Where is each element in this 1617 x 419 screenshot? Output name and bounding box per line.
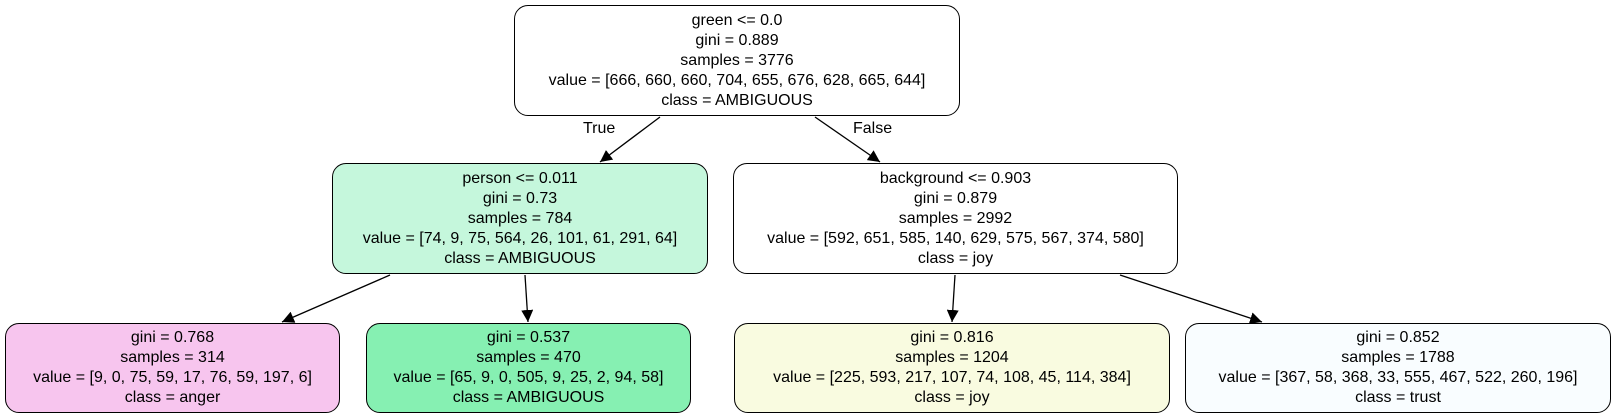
node-gini: gini = 0.537 <box>486 329 571 346</box>
node-samples: samples = 1204 <box>895 349 1009 366</box>
node-value: value = [592, 651, 585, 140, 629, 575, 5… <box>767 229 1144 247</box>
node-condition: person <= 0.011 <box>462 169 578 187</box>
tree-leaf-joy: gini = 0.816 samples = 1204 value = [225… <box>734 323 1170 413</box>
node-gini: gini = 0.768 <box>130 329 215 346</box>
node-class: class = joy <box>917 249 994 267</box>
node-samples: samples = 784 <box>467 209 573 227</box>
edge-left-leafll <box>281 274 391 323</box>
node-gini: gini = 0.852 <box>1356 329 1440 346</box>
tree-leaf-trust: gini = 0.852 samples = 1788 value = [367… <box>1185 323 1611 413</box>
node-samples: samples = 314 <box>120 349 225 366</box>
node-samples: samples = 2992 <box>898 209 1013 227</box>
edge-left-leaflr <box>521 274 534 323</box>
edge-root-right <box>814 116 881 163</box>
node-class: class = AMBIGUOUS <box>661 91 813 109</box>
node-samples: samples = 1788 <box>1341 349 1455 366</box>
tree-leaf-anger: gini = 0.768 samples = 314 value = [9, 0… <box>5 323 340 413</box>
tree-leaf-ambiguous: gini = 0.537 samples = 470 value = [65, … <box>366 323 691 413</box>
node-value: value = [367, 58, 368, 33, 555, 467, 522… <box>1218 369 1578 386</box>
node-class: class = AMBIGUOUS <box>452 389 605 406</box>
node-value: value = [65, 9, 0, 505, 9, 25, 2, 94, 58… <box>393 369 664 386</box>
edge-label-false: False <box>853 120 893 137</box>
node-class: class = AMBIGUOUS <box>444 249 596 267</box>
node-value: value = [666, 660, 660, 704, 655, 676, 6… <box>548 71 926 89</box>
node-gini: gini = 0.816 <box>910 329 994 346</box>
node-value: value = [74, 9, 75, 564, 26, 101, 61, 29… <box>362 229 678 247</box>
node-condition: background <= 0.903 <box>879 169 1032 187</box>
node-condition: green <= 0.0 <box>691 11 783 29</box>
edge-label-true: True <box>583 120 616 137</box>
edge-root-left <box>599 116 661 163</box>
node-class: class = joy <box>914 389 990 406</box>
edge-right-leafrl <box>946 274 959 323</box>
node-gini: gini = 0.73 <box>482 189 558 207</box>
node-gini: gini = 0.889 <box>695 31 779 49</box>
tree-node-right: background <= 0.903 gini = 0.879 samples… <box>733 163 1178 274</box>
node-value: value = [225, 593, 217, 107, 74, 108, 45… <box>773 369 1131 386</box>
edge-right-leafrr <box>1119 274 1263 324</box>
node-class: class = trust <box>1355 389 1441 406</box>
tree-node-left: person <= 0.011 gini = 0.73 samples = 78… <box>332 163 708 274</box>
node-gini: gini = 0.879 <box>913 189 998 207</box>
node-samples: samples = 470 <box>476 349 581 366</box>
node-value: value = [9, 0, 75, 59, 17, 76, 59, 197, … <box>33 369 312 386</box>
tree-node-root: green <= 0.0 gini = 0.889 samples = 3776… <box>514 5 960 116</box>
node-class: class = anger <box>124 389 221 406</box>
node-samples: samples = 3776 <box>680 51 794 69</box>
